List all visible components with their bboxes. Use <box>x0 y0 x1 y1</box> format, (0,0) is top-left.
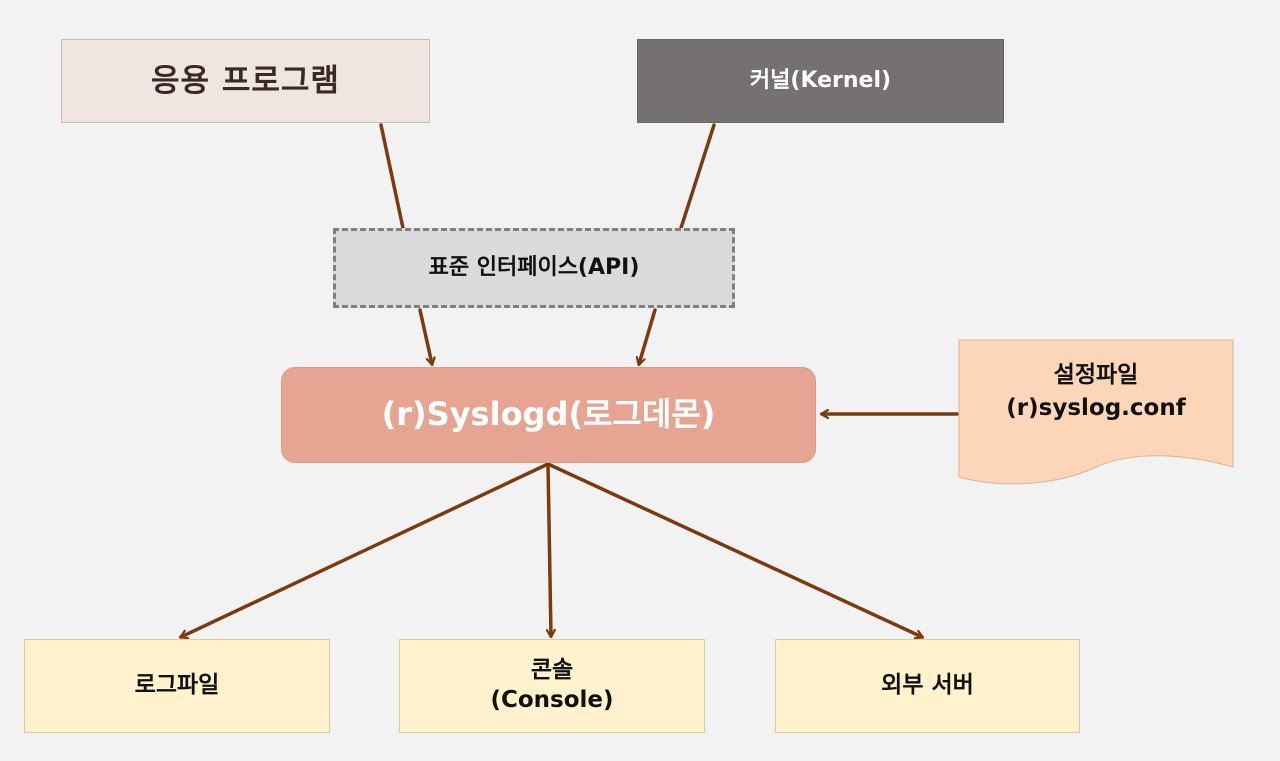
console-label-korean: 콘솔 <box>530 657 574 684</box>
kernel-box: 커널(Kernel) <box>637 39 1004 123</box>
remote-server-label: 외부 서버 <box>881 672 974 699</box>
arrow-syslogd-to-console <box>548 462 551 636</box>
arrow-syslogd-to-logfile <box>181 462 550 637</box>
logfile-box: 로그파일 <box>24 639 330 733</box>
arrow-api-to-syslogd-right <box>639 308 657 364</box>
syslogd-label: (r)Syslogd(로그데몬) <box>381 395 716 434</box>
config-file-document: 설정파일 (r)syslog.conf <box>958 339 1234 493</box>
syslogd-box: (r)Syslogd(로그데몬) <box>281 367 816 463</box>
api-box: 표준 인터페이스(API) <box>333 228 735 308</box>
kernel-label: 커널(Kernel) <box>749 67 892 93</box>
console-label-english: (Console) <box>490 687 614 713</box>
arrow-syslogd-to-remote <box>546 462 922 637</box>
app-program-box: 응용 프로그램 <box>61 39 430 123</box>
line-app-to-api <box>379 123 405 230</box>
logfile-label: 로그파일 <box>134 672 220 699</box>
console-box: 콘솔 (Console) <box>399 639 705 733</box>
document-shape-icon <box>958 339 1234 485</box>
arrow-api-to-syslogd-left <box>418 308 432 364</box>
config-filename: (r)syslog.conf <box>1006 395 1186 422</box>
remote-server-box: 외부 서버 <box>775 639 1080 733</box>
app-program-label: 응용 프로그램 <box>151 62 340 99</box>
api-label: 표준 인터페이스(API) <box>428 254 640 280</box>
config-title: 설정파일 <box>1053 362 1139 388</box>
line-kernel-to-api <box>679 123 716 230</box>
